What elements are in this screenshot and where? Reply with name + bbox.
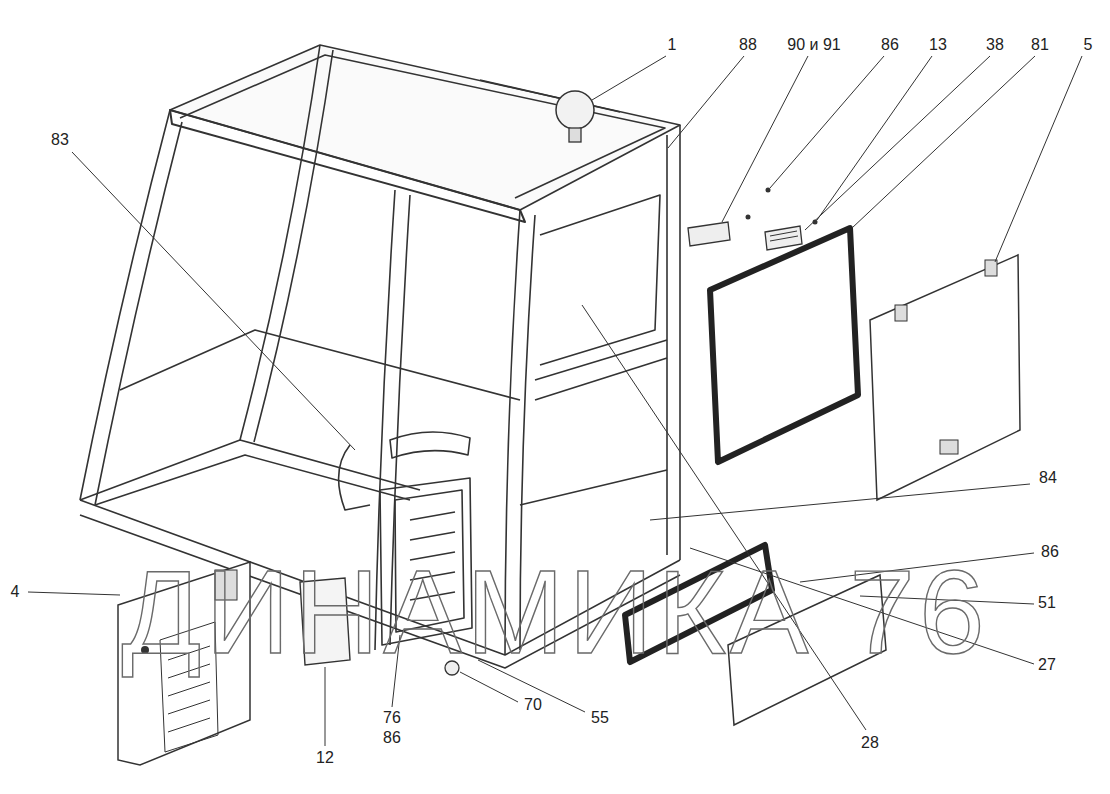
callout-number: 86 [383, 729, 401, 747]
callout-number: 81 [1031, 36, 1049, 54]
callout-number: 84 [1039, 469, 1057, 487]
callout-number: 90 и 91 [787, 36, 840, 54]
callout-number: 27 [1038, 656, 1056, 674]
callout-number: 76 [383, 709, 401, 727]
callout-number: 1 [668, 36, 677, 54]
callout-number: 55 [591, 709, 609, 727]
callout-number: 86 [1041, 543, 1059, 561]
callout-number: 88 [739, 36, 757, 54]
callout-number: 86 [881, 36, 899, 54]
callout-number: 83 [51, 131, 69, 149]
callout-number: 70 [524, 696, 542, 714]
callout-number: 13 [929, 36, 947, 54]
callout-number: 12 [316, 749, 334, 767]
callout-number: 4 [11, 583, 20, 601]
callout-number: 51 [1038, 594, 1056, 612]
watermark: ДИНАМИКА 76 [121, 552, 988, 672]
callout-number: 38 [986, 36, 1004, 54]
callout-number: 28 [861, 734, 879, 752]
callout-number: 5 [1084, 36, 1093, 54]
